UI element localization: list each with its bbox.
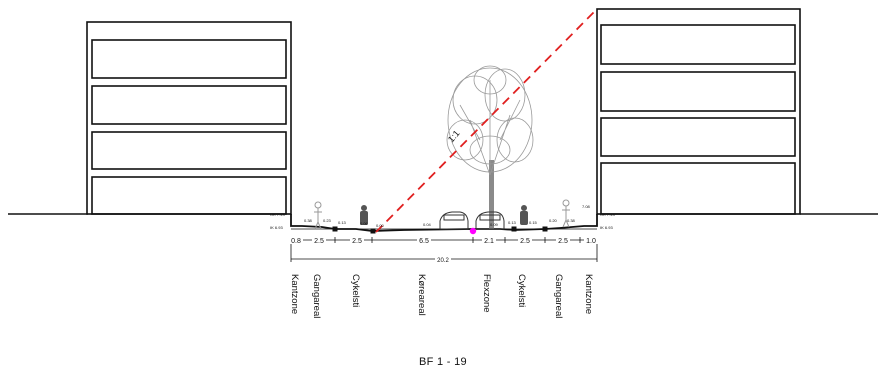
dimension-label: 0.8 [291,238,301,245]
zone-label-kantzone-right: Kantzone [583,274,594,314]
left-building-floor-2 [91,85,287,125]
tree [446,65,534,229]
dimension-label: 2.5 [352,238,362,245]
right-building-floor-3 [600,117,796,157]
step-label: 0.09 [490,222,499,227]
left-building-floor-4 [91,176,287,215]
left-building-floor-1 [91,39,287,79]
zone-label-gangareal-left: Gangareal [311,274,322,318]
right-ik-level: IK 6.93 [600,225,613,230]
left-building-floor-3 [91,131,287,170]
right-building-floor-4 [600,162,796,215]
step-label: 0.00 [376,223,385,228]
right-building [596,8,801,215]
step-label: 0.38 [567,218,576,223]
step-label: 0.38 [304,218,313,223]
dimension-label: 2.5 [314,238,324,245]
step-label: 0.23 [323,218,332,223]
curb-right-2 [542,226,548,232]
dimension-label: 1.0 [586,238,596,245]
dimension-labels: 0.8 2.5 2.5 6.5 2.1 2.5 2.5 1.0 20.2 [289,236,598,264]
figure-caption: BF 1 - 19 [419,356,467,368]
dimension-label: 2.5 [520,238,530,245]
zone-labels: Kantzone Gangareal Cykelsti Køreareal Fl… [289,274,594,318]
step-label: 0.15 [529,220,538,225]
dimension-label: 2.1 [484,238,494,245]
cyclist-right [520,205,528,225]
left-ik-level: IK 6.93 [270,225,283,230]
right-top-level: 7.08 [582,204,591,209]
step-label: 0.13 [508,220,517,225]
slope-line [375,8,598,233]
dimension-line [290,236,598,262]
zone-label-kantzone-left: Kantzone [289,274,300,314]
left-terrain-level: OK 7.43 [270,212,285,217]
dimension-label: 6.5 [419,238,429,245]
zone-label-koereareal: Køreareal [416,274,427,316]
step-label: 0.06 [360,221,369,226]
zone-label-cykelsti-left: Cykelsti [350,274,361,307]
step-label: 0.04 [423,222,432,227]
total-width-label: 20.2 [437,258,449,264]
reference-marker [469,227,477,235]
right-terrain-level: OK 7.43 [600,212,615,217]
zone-label-cykelsti-right: Cykelsti [516,274,527,307]
right-building-floor-2 [600,71,796,112]
parked-car-left [439,211,469,230]
slope-label: 1:1 [446,128,462,144]
cyclist-left [360,205,368,225]
pedestrian-left [314,201,322,230]
dimension-label: 2.5 [558,238,568,245]
curb-right-1 [511,226,517,232]
curb-left-2 [370,228,376,234]
zone-label-flexzone: Flexzone [481,274,492,313]
step-labels: 0.38 0.23 0.13 0.06 0.00 0.04 0.09 0.13 … [304,218,576,228]
zone-label-gangareal-right: Gangareal [553,274,564,318]
parked-car-right [475,211,505,230]
step-label: 0.13 [338,220,347,225]
step-label: 0.20 [549,218,558,223]
right-building-floor-1 [600,24,796,65]
pedestrian-right [562,199,570,228]
left-building [86,21,292,215]
curb-left-1 [332,226,338,232]
